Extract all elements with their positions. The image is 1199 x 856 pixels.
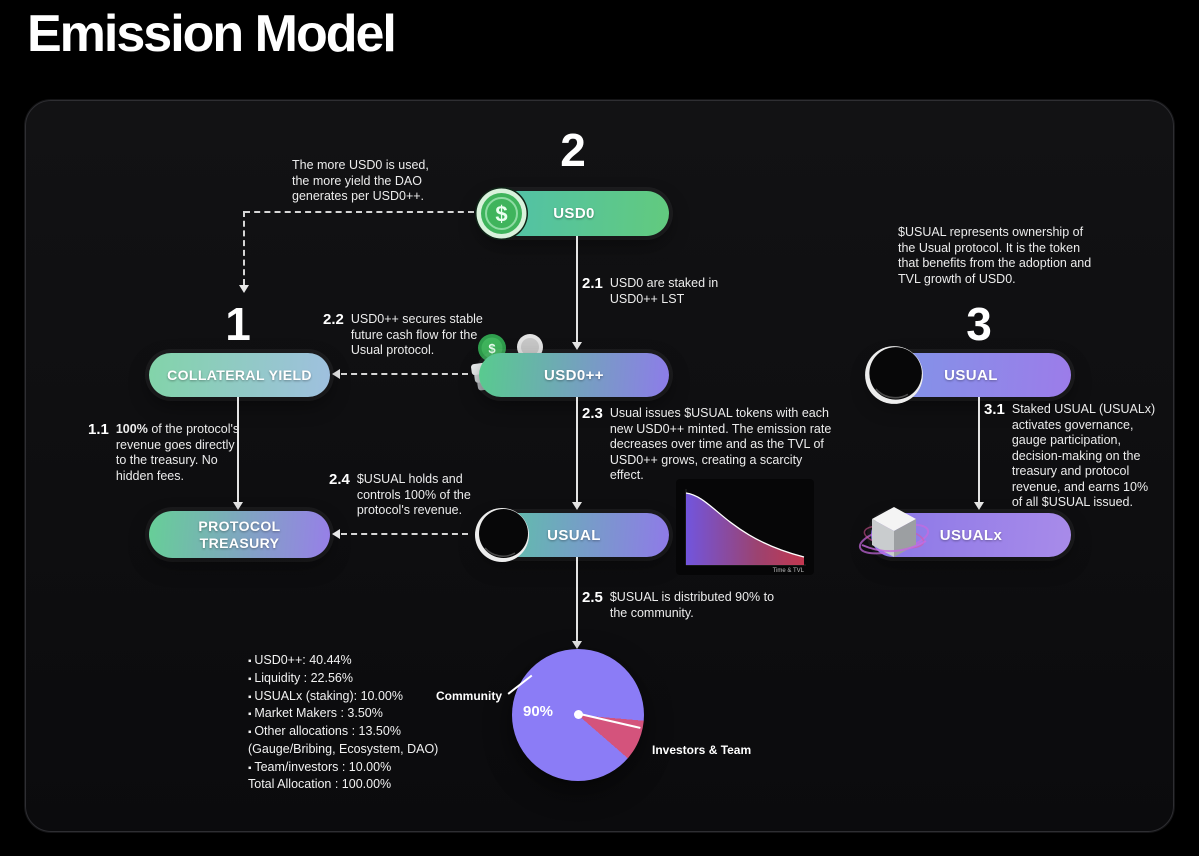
dao-note: The more USD0 is used, the more yield th… (292, 158, 429, 203)
step-2-1-text: USD0 are staked in USD0++ LST (609, 276, 719, 306)
step-2-5: 2.5 $USUAL is distributed 90% to the com… (582, 590, 797, 621)
step-2-3: 2.3 Usual issues $USUAL tokens with each… (582, 406, 850, 484)
arrowhead-down-to-section-1 (239, 285, 249, 293)
page-title: Emission Model (27, 5, 397, 63)
allocation-item-liquidity: Liquidity : 22.56% (248, 671, 468, 687)
step-1-1-number: 1.1 (88, 421, 109, 438)
arrow-usual-to-pie (576, 557, 578, 641)
step-2-5-text: $USUAL is distributed 90% to the communi… (609, 590, 775, 620)
usual-sphere-icon-right (865, 346, 923, 404)
dollar-glyph: $ (495, 202, 507, 227)
step-2-2: 2.2 USD0++ secures stable future cash fl… (323, 312, 498, 359)
allocation-item-other: Other allocations : 13.50% (248, 724, 468, 740)
node-usual-label: USUAL (547, 526, 601, 544)
step-3-1: 3.1 Staked USUAL (USUALx) activates gove… (984, 402, 1174, 511)
step-1-1-text: 100% of the protocol's revenue goes dire… (116, 422, 244, 484)
allocation-item-market-makers: Market Makers : 3.50% (248, 706, 468, 722)
allocation-list: USD0++: 40.44% Liquidity : 22.56% USUALx… (248, 653, 468, 795)
emission-rate-mini-chart: Time & TVL (676, 479, 814, 575)
node-protocol-treasury-label: PROTOCOL TREASURY (198, 518, 281, 551)
arrow-usual-to-usualx (978, 397, 980, 502)
step-2-1: 2.1 USD0 are staked in USD0++ LST (582, 276, 732, 307)
step-2-3-number: 2.3 (582, 405, 603, 422)
connector-usd0pp-to-collateral (341, 373, 468, 375)
node-usualx-label: USUALx (939, 526, 1003, 544)
arrowhead-collateral-to-treasury (233, 502, 243, 510)
section-number-1: 1 (225, 298, 251, 350)
step-3-1-number: 3.1 (984, 401, 1005, 418)
allocation-total: Total Allocation : 100.00% (248, 777, 392, 792)
arrow-collateral-to-treasury (237, 397, 239, 502)
usual-sphere-icon (475, 508, 529, 562)
arrow-usd0pp-to-usual (576, 397, 578, 502)
pie-percent-label: 90% (523, 703, 554, 720)
step-2-4-text: $USUAL holds and controls 100% of the pr… (356, 472, 471, 517)
arrowhead-to-treasury (332, 529, 340, 539)
dollar-coin-icon: $ (475, 187, 528, 240)
step-1-1: 1.1 100% of the protocol's revenue goes … (88, 422, 253, 484)
arrowhead-to-collateral (332, 369, 340, 379)
allocation-item-usd0pp: USD0++: 40.44% (248, 653, 468, 669)
arrowhead-usd0-to-usd0pp (572, 342, 582, 350)
step-2-4-number: 2.4 (329, 471, 350, 488)
pie-center-dot (574, 710, 583, 719)
step-3-1-text: Staked USUAL (USUALx) activates governan… (1011, 402, 1156, 509)
step-2-1-number: 2.1 (582, 275, 603, 292)
section-number-2: 2 (560, 124, 586, 176)
arrow-usd0-to-usd0pp (576, 236, 578, 342)
mini-chart-caption: Time & TVL (773, 568, 805, 574)
section-number-3: 3 (966, 298, 992, 350)
step-2-5-number: 2.5 (582, 589, 603, 606)
step-1-1-bold: 100% (115, 422, 148, 436)
arrowhead-usd0pp-to-usual (572, 502, 582, 510)
node-usd0pp-label: USD0++ (544, 366, 604, 384)
step-2-3-text: Usual issues $USUAL tokens with each new… (609, 406, 832, 482)
allocation-item-usualx: USUALx (staking): 10.00% (248, 689, 468, 705)
connector-usd0-to-yield-horizontal (244, 211, 474, 213)
step-2-2-text: USD0++ secures stable future cash flow f… (350, 312, 483, 357)
allocation-item-team: Team/investors : 10.00% (248, 760, 468, 776)
pie-investors-label: Investors & Team (652, 743, 752, 757)
usualx-cube-icon (858, 507, 930, 557)
node-usual-right-label: USUAL (944, 366, 998, 384)
node-protocol-treasury: PROTOCOL TREASURY (149, 511, 330, 558)
dollar-glyph-small: $ (488, 341, 496, 356)
node-usd0pp: USD0++ (479, 353, 669, 397)
arrowhead-usual-to-pie (572, 641, 582, 649)
connector-usual-to-treasury (341, 533, 468, 535)
connector-usd0-to-yield-vertical (243, 211, 245, 285)
arrowhead-usual-to-usualx (974, 502, 984, 510)
allocation-item-other-note: (Gauge/Bribing, Ecosystem, DAO) (248, 741, 439, 756)
node-collateral-yield-label: COLLATERAL YIELD (167, 367, 312, 383)
diagram-panel: 2 1 3 The more USD0 is used, the more yi… (25, 100, 1174, 832)
usual-ownership-note: $USUAL represents ownership of the Usual… (898, 225, 1092, 286)
step-2-4: 2.4 $USUAL holds and controls 100% of th… (329, 472, 489, 519)
step-2-2-number: 2.2 (323, 311, 344, 328)
node-usd0-label: USD0 (553, 205, 595, 222)
node-collateral-yield: COLLATERAL YIELD (149, 353, 330, 397)
step-1-1-rest: of the protocol's revenue goes directly … (115, 422, 240, 483)
